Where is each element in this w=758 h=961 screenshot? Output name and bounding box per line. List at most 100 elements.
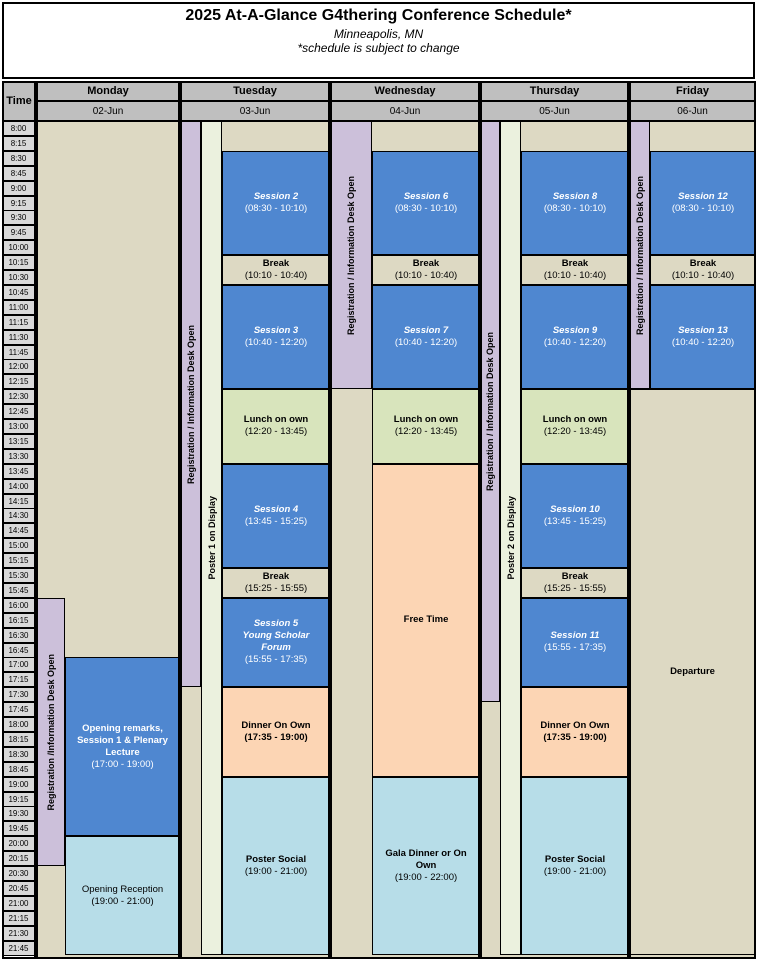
tue-session-5-line-3: Forum xyxy=(261,642,291,654)
thu-session-8: Session 8(08:30 - 10:10) xyxy=(521,150,629,256)
time-slot-label: 20:45 xyxy=(2,880,35,896)
wed-session-7: Session 7(10:40 - 12:20) xyxy=(372,284,480,390)
time-slot-label: 10:15 xyxy=(2,255,35,271)
time-slot-label: 10:00 xyxy=(2,240,35,256)
thu-dinner-line-1: Dinner On Own xyxy=(540,719,610,731)
thu-poster-label: Poster 2 on Display xyxy=(505,496,516,580)
day-header-tuesday: Tuesday xyxy=(180,81,330,101)
tue-break-1-line-1: Break xyxy=(262,257,290,269)
wed-break-line-2: (10:10 - 10:40) xyxy=(394,269,458,281)
fri-session-12-line-1: Session 12 xyxy=(678,190,728,202)
time-slot-label: 17:30 xyxy=(2,687,35,703)
mon-opening-remarks-line-4: (17:00 - 19:00) xyxy=(91,758,154,770)
thu-dinner: Dinner On Own(17:35 - 19:00) xyxy=(521,687,629,777)
fri-departure: Departure xyxy=(629,389,756,956)
tue-lunch: Lunch on own(12:20 - 13:45) xyxy=(222,389,330,464)
time-slot-label: 11:00 xyxy=(2,299,35,315)
time-slot-label: 17:15 xyxy=(2,672,35,688)
tue-lunch-line-1: Lunch on own xyxy=(243,414,309,426)
thu-break-1: Break(10:10 - 10:40) xyxy=(521,255,629,285)
time-slot-label: 8:00 xyxy=(2,121,35,136)
tue-break-1: Break(10:10 - 10:40) xyxy=(222,255,330,285)
fri-session-13: Session 13(10:40 - 12:20) xyxy=(650,284,756,390)
thu-session-9-line-2: (10:40 - 12:20) xyxy=(543,337,607,349)
time-slot-label: 16:30 xyxy=(2,627,35,643)
time-slot-label: 21:45 xyxy=(2,940,35,956)
time-slot-label: 21:00 xyxy=(2,895,35,911)
wed-lunch: Lunch on own(12:20 - 13:45) xyxy=(372,389,480,464)
wed-gala-dinner-line-1: Gala Dinner or On Own xyxy=(385,847,467,871)
time-slot-label: 19:30 xyxy=(2,806,35,822)
wed-session-6-line-1: Session 6 xyxy=(403,190,449,202)
wed-registration: Registration / Information Desk Open xyxy=(330,121,372,390)
time-slot-label: 14:45 xyxy=(2,523,35,539)
day-header-thursday: Thursday xyxy=(480,81,629,101)
disclaimer-note: *schedule is subject to change xyxy=(297,41,460,55)
mon-opening-remarks-line-3: Lecture xyxy=(105,746,140,758)
thu-session-10-line-2: (13:45 - 15:25) xyxy=(543,515,607,527)
time-slot-label: 11:45 xyxy=(2,344,35,360)
thu-break-2: Break(15:25 - 15:55) xyxy=(521,568,629,598)
tue-break-1-line-2: (10:10 - 10:40) xyxy=(244,269,308,281)
time-slot-label: 12:45 xyxy=(2,404,35,420)
thu-break-2-line-1: Break xyxy=(561,570,589,582)
time-slot-label: 9:30 xyxy=(2,210,35,226)
time-slot-label: 13:15 xyxy=(2,433,35,449)
mon-opening-reception-line-1: Opening Reception xyxy=(81,883,164,895)
time-slot-label: 14:00 xyxy=(2,478,35,494)
fri-session-13-line-1: Session 13 xyxy=(678,325,728,337)
thu-session-11-line-1: Session 11 xyxy=(550,630,600,642)
time-slot-label: 10:45 xyxy=(2,284,35,300)
day-date-monday: 02-Jun xyxy=(36,101,180,121)
time-slot-label: 19:15 xyxy=(2,791,35,807)
tue-session-4-line-2: (13:45 - 15:25) xyxy=(244,515,308,527)
wed-session-6: Session 6(08:30 - 10:10) xyxy=(372,150,480,256)
thu-session-9: Session 9(10:40 - 12:20) xyxy=(521,284,629,390)
schedule-header: 2025 At-A-Glance G4thering Conference Sc… xyxy=(2,2,755,79)
wed-session-7-line-2: (10:40 - 12:20) xyxy=(394,337,458,349)
time-slot-label: 18:30 xyxy=(2,746,35,762)
day-header-monday: Monday xyxy=(36,81,180,101)
tue-break-2-line-1: Break xyxy=(262,570,290,582)
fri-registration-label: Registration / Information Desk Open xyxy=(634,175,645,335)
fri-break-line-2: (10:10 - 10:40) xyxy=(671,269,735,281)
time-slot-label: 11:30 xyxy=(2,329,35,345)
time-slot-label: 14:30 xyxy=(2,508,35,524)
tue-poster-social-line-1: Poster Social xyxy=(245,853,307,865)
time-slot-label: 19:45 xyxy=(2,821,35,837)
wed-gala-dinner: Gala Dinner or On Own(19:00 - 22:00) xyxy=(372,776,480,956)
fri-session-13-line-2: (10:40 - 12:20) xyxy=(671,337,735,349)
thu-lunch-line-1: Lunch on own xyxy=(542,414,608,426)
wed-session-6-line-2: (08:30 - 10:10) xyxy=(394,202,458,214)
time-slot-label: 9:45 xyxy=(2,225,35,241)
time-slot-label: 16:45 xyxy=(2,642,35,658)
time-slot-label: 13:00 xyxy=(2,419,35,434)
wed-gala-dinner-line-2: (19:00 - 22:00) xyxy=(394,871,458,883)
time-slot-label: 13:30 xyxy=(2,448,35,464)
thu-session-8-line-1: Session 8 xyxy=(552,190,598,202)
time-slot-label: 20:15 xyxy=(2,851,35,867)
time-slot-label: 18:15 xyxy=(2,731,35,747)
tue-registration: Registration / Information Desk Open xyxy=(180,121,201,688)
thu-dinner-line-2: (17:35 - 19:00) xyxy=(543,731,607,743)
time-slot-label: 21:15 xyxy=(2,910,35,926)
time-slot-label: 16:00 xyxy=(2,597,35,613)
wed-free-time: Free Time xyxy=(372,463,480,777)
thu-session-8-line-2: (08:30 - 10:10) xyxy=(543,202,607,214)
day-date-wednesday: 04-Jun xyxy=(330,101,480,121)
wed-break: Break(10:10 - 10:40) xyxy=(372,255,480,285)
day-date-thursday: 05-Jun xyxy=(480,101,629,121)
thu-session-10: Session 10(13:45 - 15:25) xyxy=(521,463,629,568)
time-slot-label: 20:00 xyxy=(2,836,35,852)
time-column-header: Time xyxy=(2,81,36,121)
mon-registration-label: Registration /Information Desk Open xyxy=(45,653,56,811)
time-slot-label: 18:45 xyxy=(2,761,35,777)
thu-session-10-line-1: Session 10 xyxy=(550,503,600,515)
wed-registration-label: Registration / Information Desk Open xyxy=(346,175,356,335)
time-slot-label: 15:00 xyxy=(2,538,35,554)
fri-departure-line-1: Departure xyxy=(670,666,715,678)
thu-registration-label: Registration / Information Desk Open xyxy=(485,332,495,492)
